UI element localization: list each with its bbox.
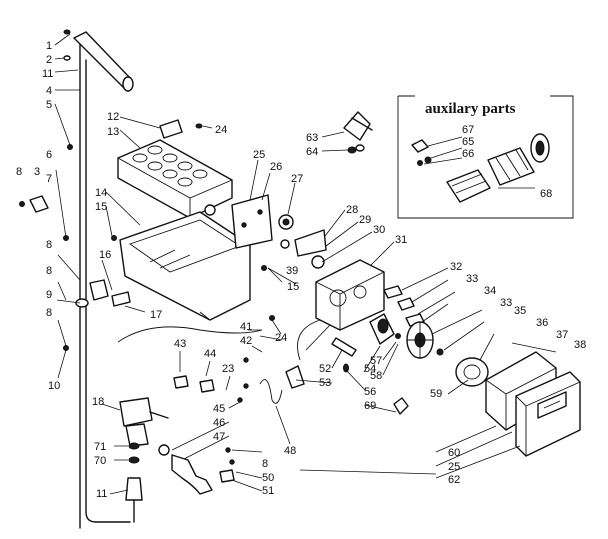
callout-48: 48 bbox=[284, 445, 296, 457]
callout-25: 25 bbox=[253, 149, 265, 161]
mounting-plate bbox=[231, 159, 296, 249]
callout-42: 42 bbox=[240, 335, 252, 347]
callout-15: 15 bbox=[95, 201, 107, 213]
callout-64: 64 bbox=[306, 146, 318, 158]
callout-16: 16 bbox=[99, 249, 111, 261]
callout-8: 8 bbox=[46, 265, 52, 277]
callout-24: 24 bbox=[215, 124, 227, 136]
callout-54: 54 bbox=[364, 363, 376, 375]
callout-3: 3 bbox=[34, 166, 40, 178]
callout-33: 33 bbox=[500, 297, 512, 309]
callout-33: 33 bbox=[466, 273, 478, 285]
callout-9: 9 bbox=[46, 289, 52, 301]
callout-10: 10 bbox=[48, 380, 60, 392]
motor-switch-assembly bbox=[295, 313, 409, 415]
callout-15: 15 bbox=[287, 281, 299, 293]
callout-57: 57 bbox=[370, 355, 382, 367]
callout-44: 44 bbox=[204, 348, 216, 360]
callout-67: 67 bbox=[462, 124, 474, 136]
callout-26: 26 bbox=[270, 161, 282, 173]
callout-31: 31 bbox=[395, 234, 407, 246]
callout-41: 41 bbox=[240, 321, 252, 333]
callout-29: 29 bbox=[359, 214, 371, 226]
callout-62: 62 bbox=[448, 474, 460, 486]
callout-38: 38 bbox=[574, 339, 586, 351]
callout-43: 43 bbox=[174, 338, 186, 350]
callout-12: 12 bbox=[107, 111, 119, 123]
callout-5: 5 bbox=[46, 99, 52, 111]
callout-23: 23 bbox=[222, 363, 234, 375]
callout-35: 35 bbox=[514, 305, 526, 317]
callout-36: 36 bbox=[536, 317, 548, 329]
callout-27: 27 bbox=[291, 173, 303, 185]
callout-8: 8 bbox=[46, 307, 52, 319]
callout-28: 28 bbox=[346, 204, 358, 216]
wiring-harness bbox=[117, 319, 357, 404]
ice-mold bbox=[117, 116, 233, 219]
callout-69: 69 bbox=[364, 400, 376, 412]
shutoff-arm bbox=[321, 111, 373, 154]
callout-8: 8 bbox=[262, 458, 268, 470]
callout-14: 14 bbox=[95, 187, 107, 199]
callout-4: 4 bbox=[46, 85, 52, 97]
callout-6: 6 bbox=[46, 149, 52, 161]
callout-59: 59 bbox=[430, 388, 442, 400]
water-valve bbox=[101, 375, 263, 495]
callout-66: 66 bbox=[462, 148, 474, 160]
callout-70: 70 bbox=[94, 455, 106, 467]
callout-8: 8 bbox=[46, 239, 52, 251]
callout-2: 2 bbox=[46, 54, 52, 66]
callout-7: 7 bbox=[46, 173, 52, 185]
callout-18: 18 bbox=[92, 396, 104, 408]
fill-cup-bin bbox=[101, 191, 283, 321]
callout-53: 53 bbox=[319, 377, 331, 389]
auxiliary-parts-title: auxilary parts bbox=[425, 101, 516, 117]
callout-45: 45 bbox=[213, 403, 225, 415]
callout-65: 65 bbox=[462, 136, 474, 148]
callout-32: 32 bbox=[450, 261, 462, 273]
callout-11: 11 bbox=[42, 68, 53, 80]
auxiliary-parts-box: auxilary parts 67 65 66 68 bbox=[397, 95, 574, 219]
callout-8: 8 bbox=[16, 166, 22, 178]
callout-50: 50 bbox=[262, 472, 274, 484]
callout-30: 30 bbox=[373, 224, 385, 236]
callout-13: 13 bbox=[107, 126, 119, 138]
callout-51: 51 bbox=[262, 485, 274, 497]
callout-37: 37 bbox=[556, 329, 568, 341]
callout-34: 34 bbox=[484, 285, 496, 297]
callout-46: 46 bbox=[213, 417, 225, 429]
callout-60: 60 bbox=[448, 447, 460, 459]
callout-24: 24 bbox=[275, 332, 287, 344]
right-components bbox=[383, 267, 581, 479]
callout-58: 58 bbox=[370, 370, 382, 382]
callout-52: 52 bbox=[319, 363, 331, 375]
callout-71: 71 bbox=[94, 441, 106, 453]
motor-housing bbox=[280, 209, 395, 331]
callout-39: 39 bbox=[286, 265, 298, 277]
callout-11: 11 bbox=[96, 488, 107, 500]
callout-17: 17 bbox=[150, 309, 162, 321]
feeler-arm-assembly bbox=[19, 29, 143, 529]
callout-1: 1 bbox=[46, 40, 52, 52]
callout-56: 56 bbox=[364, 386, 376, 398]
callout-25: 25 bbox=[448, 461, 460, 473]
callout-68: 68 bbox=[540, 188, 552, 200]
callout-63: 63 bbox=[306, 132, 318, 144]
callout-47: 47 bbox=[213, 431, 225, 443]
